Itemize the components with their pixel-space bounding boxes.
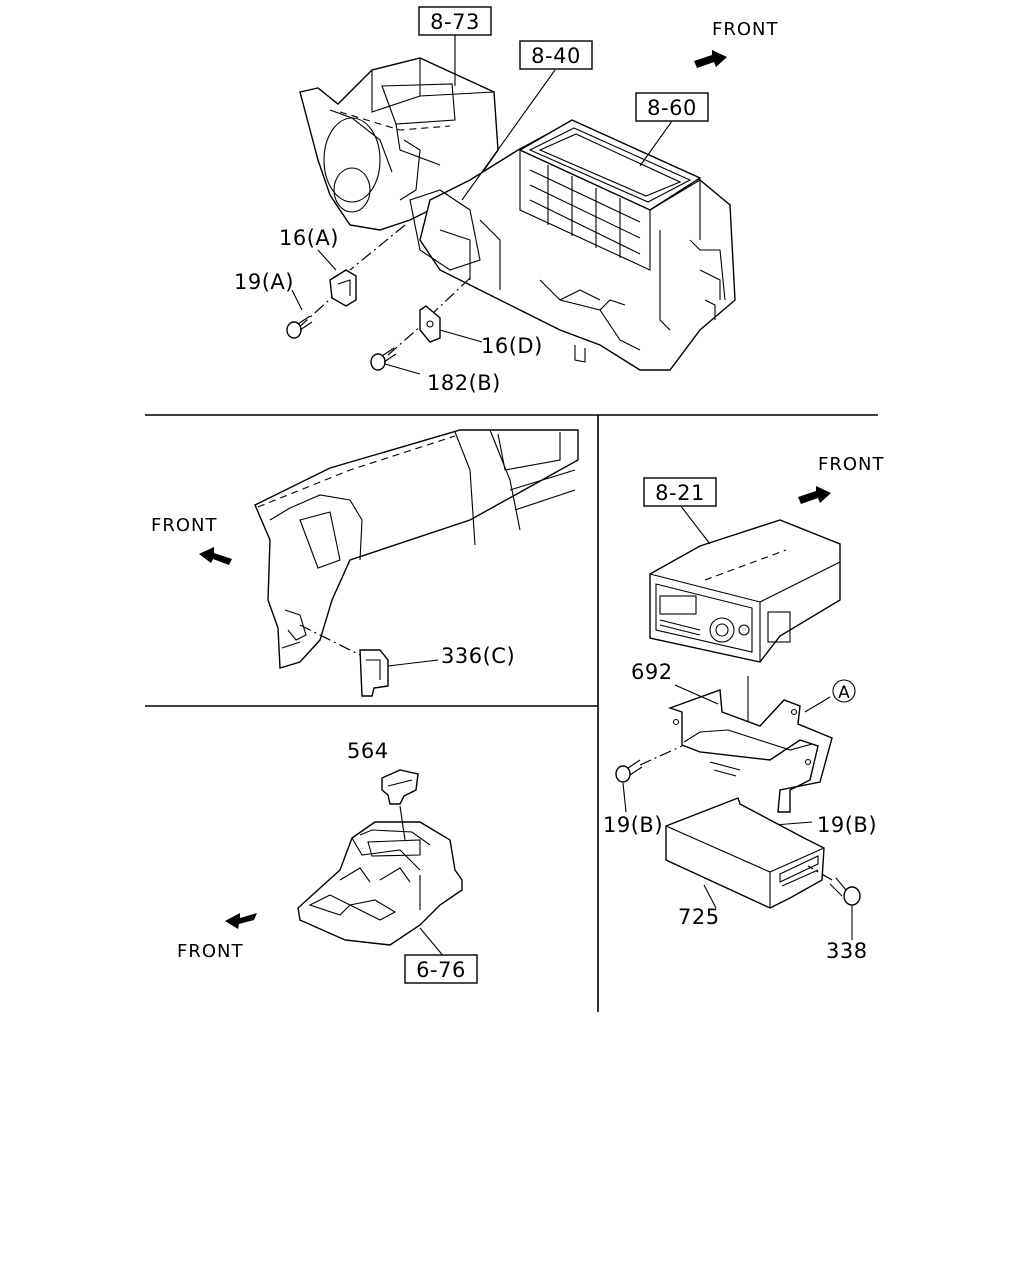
front-label-right: FRONT [818,454,885,475]
front-label-low: FRONT [177,941,244,962]
part-label-725: 725 [678,905,720,929]
ref-label-8-21: 8-21 [655,481,705,505]
part-label-16d: 16(D) [481,334,543,358]
ref-label-8-40: 8-40 [531,44,581,68]
pocket-725-drawing [665,797,825,909]
leader-564 [399,805,406,841]
leader-circle-a [804,696,831,713]
screw-338 [829,877,861,906]
circle-a-marker: A [832,679,856,703]
screw-19a [286,315,313,339]
front-arrow-top-icon [694,50,727,68]
ref-box-8-60[interactable]: 8-60 [635,92,709,122]
part-label-336c: 336(C) [441,644,515,668]
panel-dividers [145,414,878,1012]
part-label-692: 692 [631,660,673,684]
ref-label-8-73: 8-73 [430,10,480,34]
leader-8-21 [679,504,711,545]
front-label-top: FRONT [712,19,779,40]
part-label-19b-right: 19(B) [817,813,877,837]
clip-564 [381,769,419,805]
audio-unit-drawing [649,519,841,663]
bracket-16d [419,305,441,343]
part-label-19a: 19(A) [234,270,294,294]
ref-box-8-40[interactable]: 8-40 [519,40,593,70]
screw-19b-left [615,759,643,783]
front-arrow-low-icon [225,913,257,929]
part-label-182b: 182(B) [427,371,501,395]
leader-338-dash [807,865,833,881]
leader-19b-left-dash [639,745,683,766]
console-drawing [297,821,463,946]
screw-182b [370,347,397,371]
part-label-16a: 16(A) [279,226,339,250]
leader-725 [703,884,717,909]
top-leader-lines [291,34,673,375]
leader-692 [674,684,719,705]
part-label-564: 564 [347,739,389,763]
leader-6-76 [419,927,446,959]
bracket-16a [329,269,357,307]
part-label-338: 338 [826,939,868,963]
ref-box-8-21[interactable]: 8-21 [643,477,717,507]
front-arrow-right-icon [798,486,831,504]
leader-19b-left [622,782,627,813]
front-label-mid: FRONT [151,515,218,536]
front-arrow-mid-icon [199,547,232,565]
leader-336c [387,659,439,667]
hvac-unit-drawing [299,57,736,371]
ref-label-8-60: 8-60 [647,96,697,120]
ref-box-8-73[interactable]: 8-73 [418,6,492,36]
leader-336c-dash [299,624,361,656]
bracket-336c [359,649,389,697]
ref-box-6-76[interactable]: 6-76 [404,954,478,984]
dashboard-side-drawing [254,429,579,669]
circle-a-label: A [838,683,850,703]
part-label-19b-left: 19(B) [603,813,663,837]
bracket-692-drawing [667,689,833,813]
ref-label-6-76: 6-76 [416,958,466,982]
